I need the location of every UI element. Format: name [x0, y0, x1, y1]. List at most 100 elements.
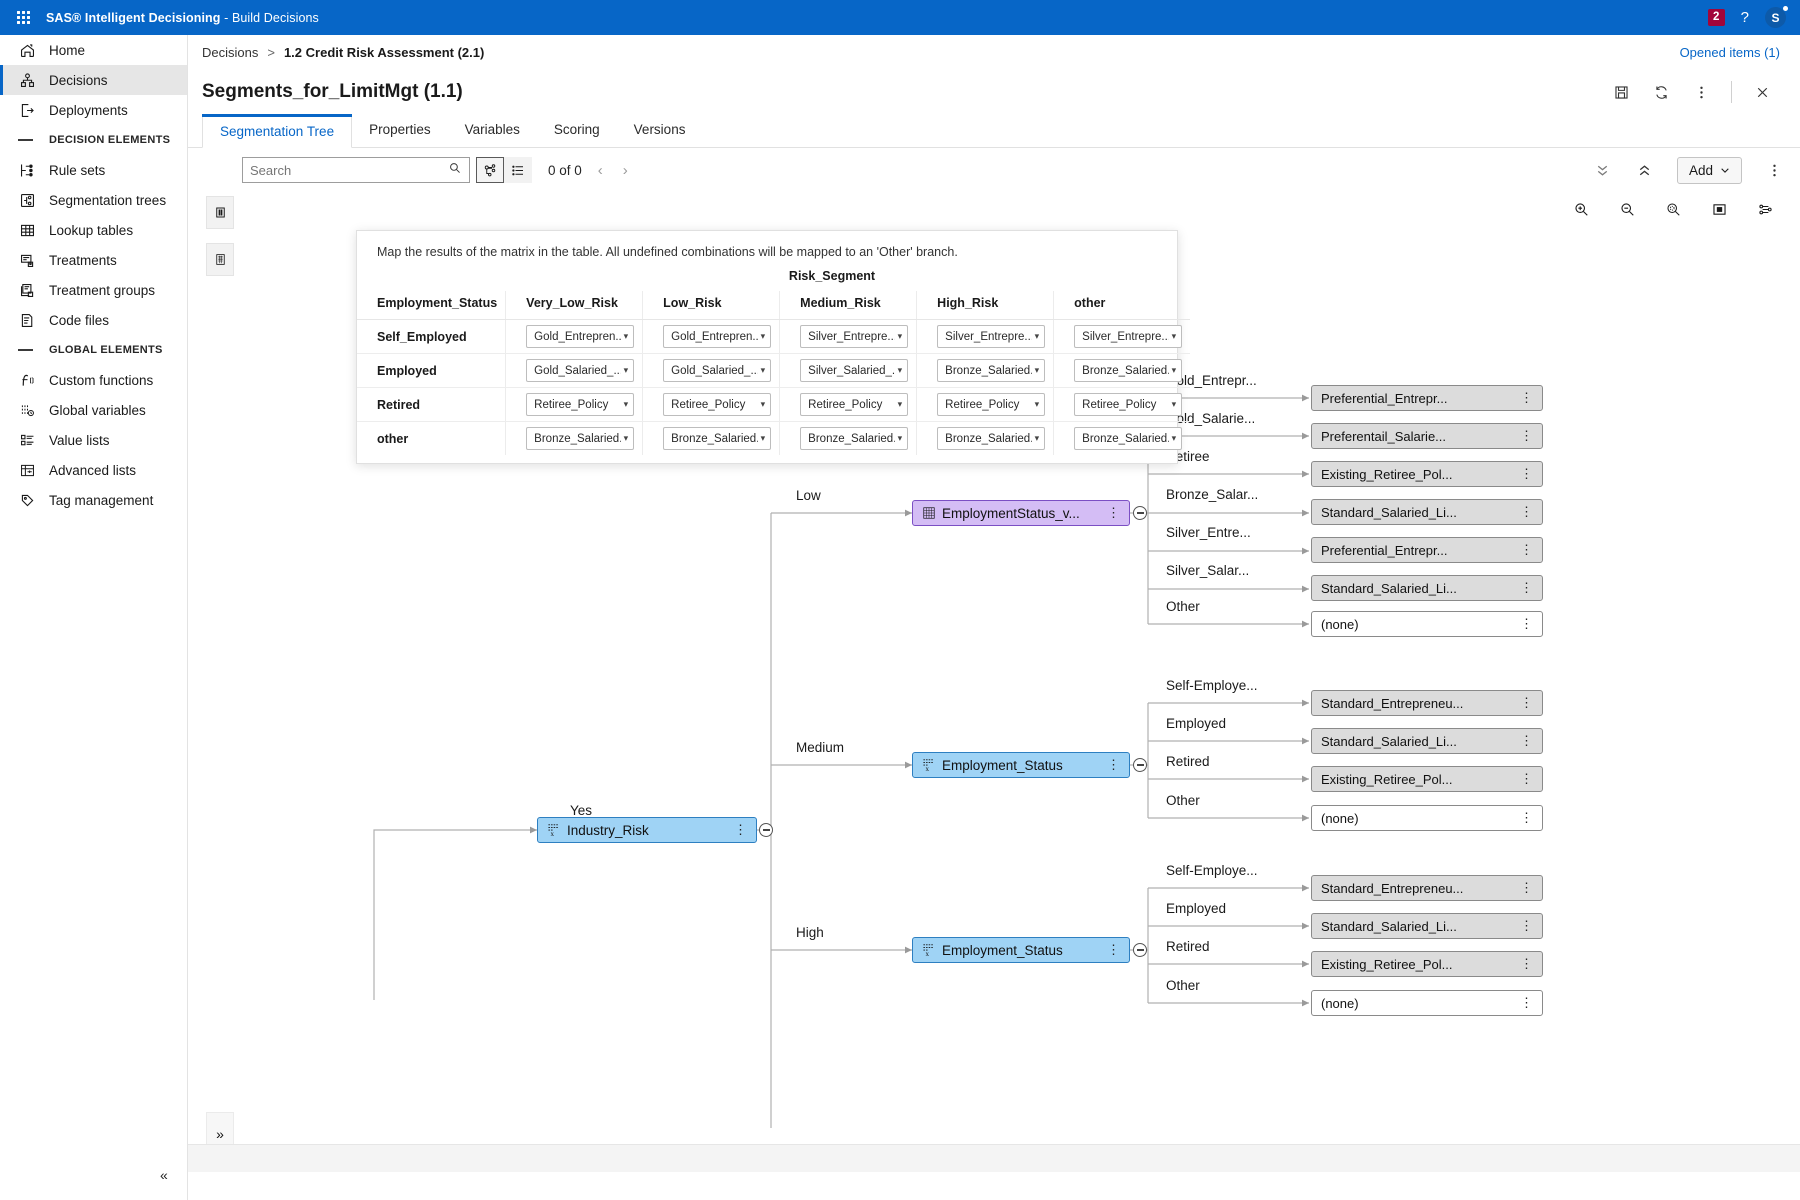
breadcrumb-root[interactable]: Decisions: [202, 45, 259, 60]
matrix-cell-select[interactable]: Retiree_Policy▾: [663, 393, 772, 416]
matrix-cell-select[interactable]: Gold_Salaried_...▾: [526, 359, 635, 382]
tab-variables[interactable]: Variables: [464, 122, 520, 137]
matrix-cell-select[interactable]: Gold_Entrepren...▾: [663, 325, 772, 348]
matrix-cell-select[interactable]: Bronze_Salaried...▾: [1074, 427, 1183, 450]
sidebar-item-segmentation-trees[interactable]: Segmentation trees: [0, 185, 187, 215]
matrix-cell-select[interactable]: Retiree_Policy▾: [1074, 393, 1183, 416]
sidebar-item-deployments[interactable]: Deployments: [0, 95, 187, 125]
leaf-result-box[interactable]: Preferential_Entrepr...⋮: [1311, 537, 1543, 563]
collapse-toggle-low[interactable]: [1133, 506, 1147, 520]
zoom-in-icon[interactable]: [1572, 200, 1590, 218]
leaf-result-box[interactable]: Preferential_Entrepr...⋮: [1311, 385, 1543, 411]
fit-to-screen-icon[interactable]: [1710, 200, 1728, 218]
help-icon[interactable]: ?: [1740, 9, 1749, 26]
tab-scoring[interactable]: Scoring: [553, 122, 600, 137]
sidebar-item-code-files[interactable]: Code files: [0, 305, 187, 335]
matrix-cell-select[interactable]: Bronze_Salaried...▾: [937, 359, 1046, 382]
tree-view-toggle-button[interactable]: [476, 157, 504, 183]
toggle-panel-icon[interactable]: [206, 196, 234, 229]
leaf-result-box[interactable]: Standard_Salaried_Li...⋮: [1311, 499, 1543, 525]
zoom-reset-icon[interactable]: [1664, 200, 1682, 218]
sidebar-item-global-variables[interactable]: Global variables: [0, 395, 187, 425]
close-icon[interactable]: [1752, 82, 1772, 102]
leaf-result-box[interactable]: Standard_Entrepreneu...⋮: [1311, 875, 1543, 901]
sidebar-item-home[interactable]: Home: [0, 35, 187, 65]
sidebar-item-decisions[interactable]: Decisions: [0, 65, 187, 95]
page-overflow-menu-icon[interactable]: [1691, 82, 1711, 102]
leaf-menu-icon[interactable]: ⋮: [1520, 771, 1533, 786]
sidebar-item-rule-sets[interactable]: Rule sets: [0, 155, 187, 185]
leaf-result-box[interactable]: Standard_Salaried_Li...⋮: [1311, 728, 1543, 754]
matrix-cell-select[interactable]: Bronze_Salaried...▾: [937, 427, 1046, 450]
sidebar-item-treatment-groups[interactable]: Treatment groups: [0, 275, 187, 305]
collapse-toggle-root[interactable]: [759, 823, 773, 837]
leaf-result-box[interactable]: Existing_Retiree_Pol...⋮: [1311, 766, 1543, 792]
notifications-badge[interactable]: 2: [1707, 9, 1725, 26]
node-menu-icon[interactable]: ⋮: [1107, 757, 1120, 772]
collapse-toggle-medium[interactable]: [1133, 758, 1147, 772]
matrix-cell-select[interactable]: Retiree_Policy▾: [937, 393, 1046, 416]
sidebar-collapse-button[interactable]: «: [160, 1167, 168, 1183]
matrix-cell-select[interactable]: Bronze_Salaried...▾: [526, 427, 635, 450]
matrix-panel-icon[interactable]: [206, 243, 234, 276]
matrix-cell-select[interactable]: Silver_Entrepre...▾: [800, 325, 909, 348]
refresh-icon[interactable]: [1651, 82, 1671, 102]
matrix-cell-select[interactable]: Silver_Salaried_...▾: [800, 359, 909, 382]
list-view-toggle-button[interactable]: [504, 157, 532, 183]
tree-node-industry-risk[interactable]: x Industry_Risk ⋮: [537, 817, 757, 843]
leaf-menu-icon[interactable]: ⋮: [1520, 995, 1533, 1010]
leaf-menu-icon[interactable]: ⋮: [1520, 695, 1533, 710]
leaf-result-box[interactable]: Preferentail_Salarie...⋮: [1311, 423, 1543, 449]
leaf-result-box-empty[interactable]: (none)⋮: [1311, 611, 1543, 637]
matrix-cell-select[interactable]: Bronze_Salaried...▾: [663, 427, 772, 450]
leaf-menu-icon[interactable]: ⋮: [1520, 810, 1533, 825]
leaf-result-box[interactable]: Standard_Salaried_Li...⋮: [1311, 913, 1543, 939]
avatar[interactable]: S: [1765, 6, 1788, 28]
leaf-menu-icon[interactable]: ⋮: [1520, 390, 1533, 405]
tab-segmentation-tree[interactable]: Segmentation Tree: [202, 114, 353, 148]
search-input[interactable]: [242, 157, 470, 183]
leaf-menu-icon[interactable]: ⋮: [1520, 580, 1533, 595]
collapse-toggle-high[interactable]: [1133, 943, 1147, 957]
sidebar-item-lookup-tables[interactable]: Lookup tables: [0, 215, 187, 245]
sidebar-item-tag-management[interactable]: Tag management: [0, 485, 187, 515]
matrix-cell-select[interactable]: Bronze_Salaried...▾: [1074, 359, 1183, 382]
node-menu-icon[interactable]: ⋮: [1107, 505, 1120, 520]
zoom-out-icon[interactable]: [1618, 200, 1636, 218]
layout-options-icon[interactable]: [1756, 200, 1774, 218]
matrix-cell-select[interactable]: Silver_Entrepre...▾: [1074, 325, 1183, 348]
node-menu-icon[interactable]: ⋮: [1107, 942, 1120, 957]
leaf-result-box[interactable]: Standard_Entrepreneu...⋮: [1311, 690, 1543, 716]
search-input-field[interactable]: [250, 162, 448, 178]
app-switcher-icon[interactable]: [0, 11, 46, 24]
sidebar-item-treatments[interactable]: Treatments: [0, 245, 187, 275]
leaf-result-box[interactable]: Existing_Retiree_Pol...⋮: [1311, 461, 1543, 487]
matrix-cell-select[interactable]: Gold_Entrepren...▾: [526, 325, 635, 348]
next-result-button[interactable]: ›: [622, 161, 628, 179]
sidebar-item-value-lists[interactable]: Value lists: [0, 425, 187, 455]
leaf-result-box-empty[interactable]: (none)⋮: [1311, 805, 1543, 831]
sidebar-item-custom-functions[interactable]: Custom functions: [0, 365, 187, 395]
leaf-menu-icon[interactable]: ⋮: [1520, 504, 1533, 519]
leaf-menu-icon[interactable]: ⋮: [1520, 733, 1533, 748]
matrix-cell-select[interactable]: Silver_Entrepre...▾: [937, 325, 1046, 348]
leaf-menu-icon[interactable]: ⋮: [1520, 918, 1533, 933]
leaf-menu-icon[interactable]: ⋮: [1520, 956, 1533, 971]
leaf-menu-icon[interactable]: ⋮: [1520, 542, 1533, 557]
leaf-result-box[interactable]: Existing_Retiree_Pol...⋮: [1311, 951, 1543, 977]
leaf-result-box-empty[interactable]: (none)⋮: [1311, 990, 1543, 1016]
tree-node-employment-status-medium[interactable]: x Employment_Status ⋮: [912, 752, 1130, 778]
save-icon[interactable]: [1611, 82, 1631, 102]
matrix-cell-select[interactable]: Retiree_Policy▾: [800, 393, 909, 416]
tree-overflow-menu-icon[interactable]: [1764, 160, 1784, 180]
leaf-menu-icon[interactable]: ⋮: [1520, 880, 1533, 895]
leaf-menu-icon[interactable]: ⋮: [1520, 428, 1533, 443]
leaf-result-box[interactable]: Standard_Salaried_Li...⋮: [1311, 575, 1543, 601]
add-button[interactable]: Add: [1676, 156, 1742, 184]
tree-node-employmentstatus-matrix[interactable]: EmploymentStatus_v... ⋮: [912, 500, 1130, 526]
matrix-cell-select[interactable]: Retiree_Policy▾: [526, 393, 635, 416]
sidebar-item-advanced-lists[interactable]: Advanced lists: [0, 455, 187, 485]
node-menu-icon[interactable]: ⋮: [734, 822, 747, 837]
collapse-all-icon[interactable]: [1593, 160, 1613, 180]
prev-result-button[interactable]: ‹: [597, 161, 603, 179]
